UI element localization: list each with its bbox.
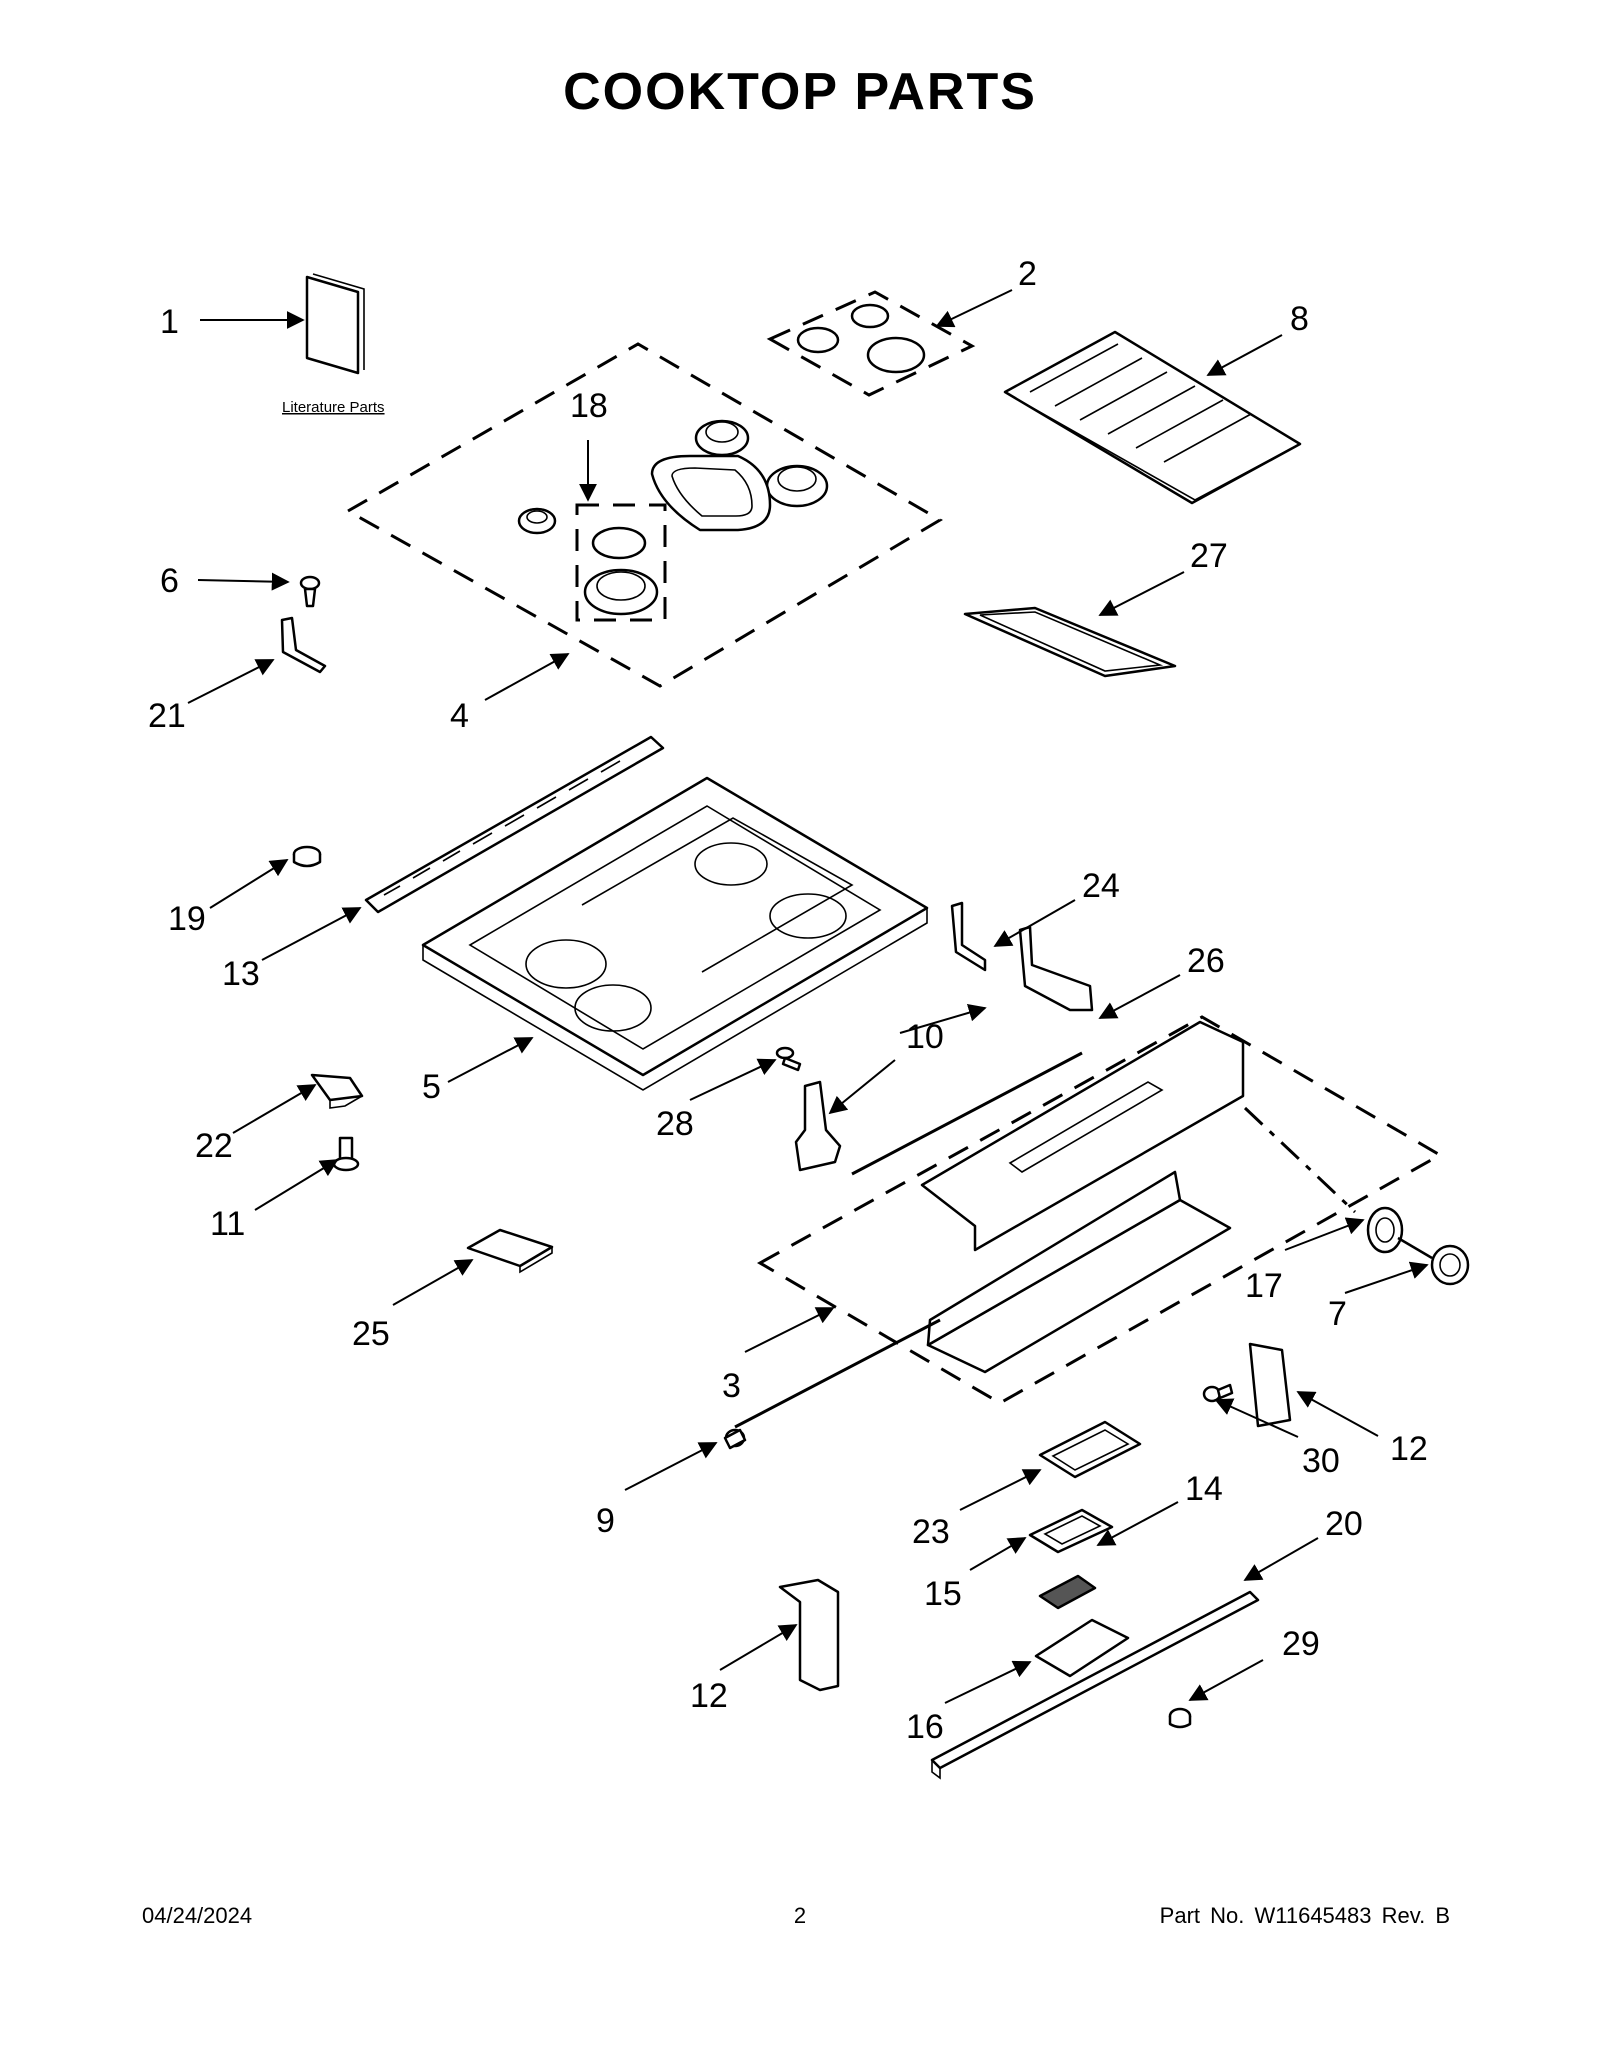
- callout-19: 19: [168, 900, 206, 938]
- callout-8: 8: [1290, 300, 1309, 338]
- leg-part-11: [332, 1136, 360, 1172]
- footer-page-number: 2: [793, 1903, 807, 1928]
- callout-22: 22: [195, 1127, 233, 1165]
- bushing-part-29: [1168, 1707, 1192, 1729]
- callout-11: 11: [210, 1205, 245, 1243]
- callout-1: 1: [160, 303, 179, 341]
- clip-part-22: [310, 1073, 364, 1109]
- screw-part-6: [299, 575, 321, 608]
- trim-strip-part-20: [930, 1590, 1260, 1780]
- bracket-part-21: [280, 616, 327, 674]
- callout-20: 20: [1325, 1505, 1363, 1543]
- cooktop-frame-part: [421, 776, 929, 1091]
- literature-parts-label: Literature Parts: [282, 399, 385, 416]
- burner-caps-part: [766, 290, 976, 397]
- screw-part-30: [1202, 1383, 1234, 1403]
- callout-12-left: 12: [690, 1677, 728, 1715]
- bracket-part-10b: [794, 1080, 842, 1172]
- callout-4: 4: [450, 697, 469, 735]
- callout-26: 26: [1187, 942, 1225, 980]
- page-title: COOKTOP PARTS: [563, 63, 1037, 121]
- screw-part-28: [775, 1046, 802, 1072]
- callout-12-right: 12: [1390, 1430, 1428, 1468]
- callout-27: 27: [1190, 537, 1228, 575]
- control-panel-assembly-part: [756, 1015, 1444, 1405]
- callout-21: 21: [148, 697, 186, 735]
- callout-9: 9: [596, 1502, 615, 1540]
- footer-part-number: Part No. W11645483 Rev. B: [1159, 1903, 1450, 1928]
- griddle-part: [963, 606, 1177, 678]
- callout-3: 3: [722, 1367, 741, 1405]
- circuit-board-part-14: [1038, 1574, 1097, 1610]
- footer-date: 04/24/2024: [142, 1903, 253, 1928]
- manifold-panel-part: [364, 735, 665, 914]
- callout-16: 16: [906, 1708, 944, 1746]
- tray-part-25: [466, 1228, 554, 1274]
- callout-30: 30: [1302, 1442, 1340, 1480]
- grommet-part: [292, 845, 322, 868]
- callout-23: 23: [912, 1513, 950, 1551]
- callout-10: 10: [906, 1018, 944, 1056]
- callout-5: 5: [422, 1068, 441, 1106]
- callout-6: 6: [160, 562, 179, 600]
- knob-bezel-part: [1366, 1206, 1404, 1254]
- side-bracket-part-12: [1248, 1342, 1292, 1428]
- callout-2: 2: [1018, 255, 1037, 293]
- leader-lines: [187, 289, 1429, 1704]
- grate-part: [1003, 330, 1302, 505]
- bracket-part-10: [1018, 925, 1094, 1012]
- shield-part-16: [1034, 1618, 1130, 1678]
- rod-part-26: [851, 1051, 1083, 1176]
- callout-13: 13: [222, 955, 260, 993]
- screw-part-9: [723, 1318, 941, 1450]
- callout-25: 25: [352, 1315, 390, 1353]
- callout-28: 28: [656, 1105, 694, 1143]
- end-cap-part-12: [778, 1578, 840, 1692]
- callout-18: 18: [570, 387, 608, 425]
- control-board-part-15: [1028, 1508, 1114, 1554]
- burner-group-part: [344, 342, 943, 688]
- callout-7: 7: [1328, 1295, 1347, 1333]
- callout-17: 17: [1245, 1267, 1283, 1305]
- callout-24: 24: [1082, 867, 1120, 905]
- callout-29: 29: [1282, 1625, 1320, 1663]
- bracket-part-24: [950, 901, 987, 972]
- literature-manual-part: Literature Parts: [282, 273, 385, 416]
- frame-part-23: [1038, 1420, 1142, 1479]
- callout-14: 14: [1185, 1470, 1223, 1508]
- callout-labels: 1 2 8 18 6 27 21 4 19 13 24 26 5 10 28 2…: [148, 255, 1428, 1746]
- callout-15: 15: [924, 1575, 962, 1613]
- knob-part: [1397, 1236, 1470, 1286]
